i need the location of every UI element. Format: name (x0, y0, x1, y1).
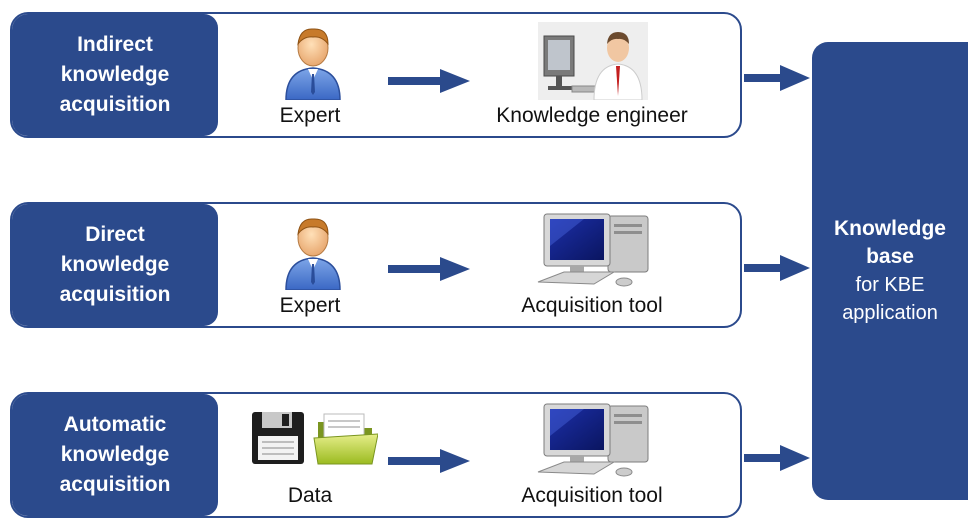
row-label-line: acquisition (59, 473, 171, 496)
arrow-right-icon (744, 65, 810, 91)
floppy-disk-and-folder-icon (252, 412, 378, 465)
arrow-right-icon (388, 257, 470, 281)
knowledge-base-title: base (866, 245, 914, 268)
direct-acquisition-row: Direct knowledge acquisition Expert Acqu… (10, 202, 742, 328)
target-caption: Knowledge engineer (496, 104, 688, 127)
target-caption: Acquisition tool (521, 484, 663, 507)
arrow-right-icon (744, 255, 810, 281)
row-label-line: Automatic (63, 413, 167, 436)
computer-icon (537, 403, 649, 477)
row-label: Indirect knowledge acquisition (12, 14, 218, 136)
target-caption: Acquisition tool (521, 294, 663, 317)
row-label-line: acquisition (59, 283, 171, 306)
knowledge-base-subtitle: application (842, 302, 938, 324)
row-label-line: Direct (85, 223, 145, 246)
row-label-line: knowledge (60, 443, 170, 466)
source-caption: Expert (279, 294, 341, 317)
arrow-right-icon (388, 449, 470, 473)
expert-icon (285, 28, 341, 100)
indirect-acquisition-row: Indirect knowledge acquisition Expert Kn… (10, 12, 742, 138)
row-label-line: knowledge (60, 63, 170, 86)
row-label-line: acquisition (59, 93, 171, 116)
computer-icon (537, 213, 649, 287)
source-caption: Expert (279, 104, 341, 127)
source-caption: Data (287, 484, 333, 507)
knowledge-engineer-icon (538, 22, 648, 100)
row-label: Direct knowledge acquisition (12, 204, 218, 326)
row-label-line: knowledge (60, 253, 170, 276)
knowledge-base-box: Knowledge base for KBE application (812, 42, 968, 500)
row-label-line: Indirect (77, 33, 153, 56)
expert-icon (285, 218, 341, 290)
arrow-right-icon (388, 69, 470, 93)
automatic-acquisition-row: Automatic knowledge acquisition Data (10, 392, 742, 518)
knowledge-base-title: Knowledge (833, 217, 946, 240)
knowledge-base-subtitle: for KBE (855, 274, 925, 296)
row-label: Automatic knowledge acquisition (12, 394, 218, 516)
arrow-right-icon (744, 445, 810, 471)
